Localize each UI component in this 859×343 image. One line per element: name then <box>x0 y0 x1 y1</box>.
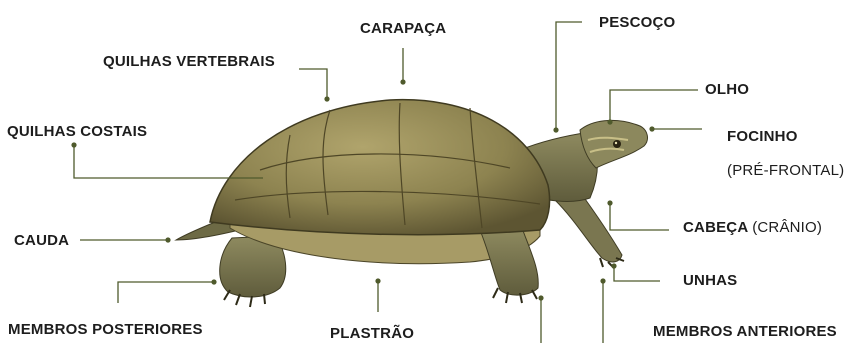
label-focinho: FOCINHO <box>727 129 798 144</box>
leader-membros-posteriores <box>118 282 212 303</box>
label-carapaca: CARAPAÇA <box>360 21 446 36</box>
label-cabeca-main: CABEÇA <box>683 219 748 236</box>
turtle-illustration <box>176 100 647 307</box>
leader-pescoco <box>556 22 582 128</box>
leader-cabeca <box>610 205 669 230</box>
label-plastrao: PLASTRÃO <box>330 326 414 341</box>
label-cabeca: CABEÇA (CRÂNIO) <box>683 220 822 235</box>
label-cabeca-detail: (CRÂNIO) <box>752 219 822 236</box>
leader-olho <box>610 90 698 120</box>
label-quilhas-costais: QUILHAS COSTAIS <box>7 124 147 139</box>
label-quilhas-vertebrais: QUILHAS VERTEBRAIS <box>103 54 275 69</box>
carapace <box>210 100 550 235</box>
label-cauda: CAUDA <box>14 233 69 248</box>
label-unhas: UNHAS <box>683 273 737 288</box>
eye <box>613 140 621 148</box>
label-membros-posteriores: MEMBROS POSTERIORES <box>8 322 203 337</box>
label-focinho-detail: (PRÉ-FRONTAL) <box>727 163 844 178</box>
leader-quilhas-vertebrais <box>299 69 327 97</box>
label-olho: OLHO <box>705 82 749 97</box>
leader-unhas <box>614 268 660 281</box>
label-pescoco: PESCOÇO <box>599 15 675 30</box>
label-membros-anteriores: MEMBROS ANTERIORES <box>653 324 837 339</box>
